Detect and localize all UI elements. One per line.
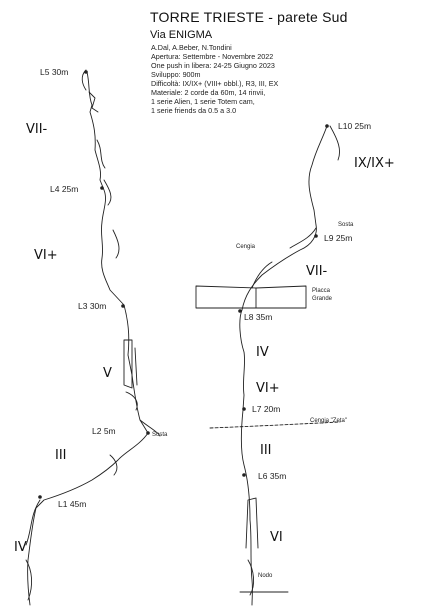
pitch-label-l10: L10 25m — [338, 121, 372, 131]
pitch-label-l2: L2 5m — [92, 426, 116, 436]
grade-l4: VI+ — [34, 248, 58, 263]
pitch-label-l4: L4 25m — [50, 184, 79, 194]
right-route-line — [195, 125, 341, 606]
pitch-label-l9: L9 25m — [324, 233, 353, 243]
pitch-label-l1: L1 45m — [58, 499, 87, 509]
pitch-label-l5: L5 30m — [40, 67, 69, 77]
pitch-label-l7: L7 20m — [252, 404, 281, 414]
grade-l3: V — [103, 366, 112, 381]
route-name: Via ENIGMA — [150, 29, 213, 41]
info-line-free-ascent: One push in libera: 24-25 Giugno 2023 — [151, 61, 275, 70]
info-line-gear-2: 1 serie Alien, 1 serie Totem cam, — [151, 97, 255, 106]
label-nodo: Nodo — [258, 573, 273, 579]
grade-l6: VI — [270, 530, 283, 545]
grade-l8: IV — [256, 345, 269, 360]
grade-l2: III — [55, 448, 67, 463]
note-sosta-left: Sosta — [152, 432, 168, 438]
info-line-length: Sviluppo: 900m — [151, 70, 201, 79]
note-sosta-right: Sosta — [338, 222, 354, 228]
info-line-gear-1: Materiale: 2 corde da 60m, 14 rinvii, — [151, 88, 266, 97]
info-line-authors: A.Dal, A.Beber, N.Tondini — [151, 43, 232, 52]
grade-l9: VII- — [306, 264, 328, 279]
note-grande: Grande — [312, 296, 333, 302]
info-line-difficulty: Difficoltà: IX/IX+ (VIII+ obbl.), R3, II… — [151, 79, 279, 88]
grade-l6a: III — [260, 443, 272, 458]
info-line-gear-3: 1 serie friends da 0.5 a 3.0 — [151, 106, 237, 115]
pitch-label-l6: L6 35m — [258, 471, 287, 481]
info-line-opening: Apertura: Settembre - Novembre 2022 — [151, 52, 274, 61]
label-cengia: Cengia — [236, 244, 256, 250]
right-belays — [238, 124, 329, 477]
grade-l10: IX/IX+ — [354, 156, 395, 171]
grade-l5: VII- — [26, 122, 48, 137]
note-cengia-zeta: Cengia "Zeta" — [310, 418, 347, 424]
topo-title: TORRE TRIESTE - parete Sud — [150, 9, 348, 25]
grade-l1: IV — [14, 540, 27, 555]
pitch-label-l8: L8 35m — [244, 312, 273, 322]
note-placca: Placca — [312, 288, 331, 294]
grade-l7: VI+ — [256, 381, 280, 396]
left-belays — [38, 70, 150, 499]
left-route-line — [25, 69, 161, 606]
pitch-label-l3: L3 30m — [78, 301, 107, 311]
